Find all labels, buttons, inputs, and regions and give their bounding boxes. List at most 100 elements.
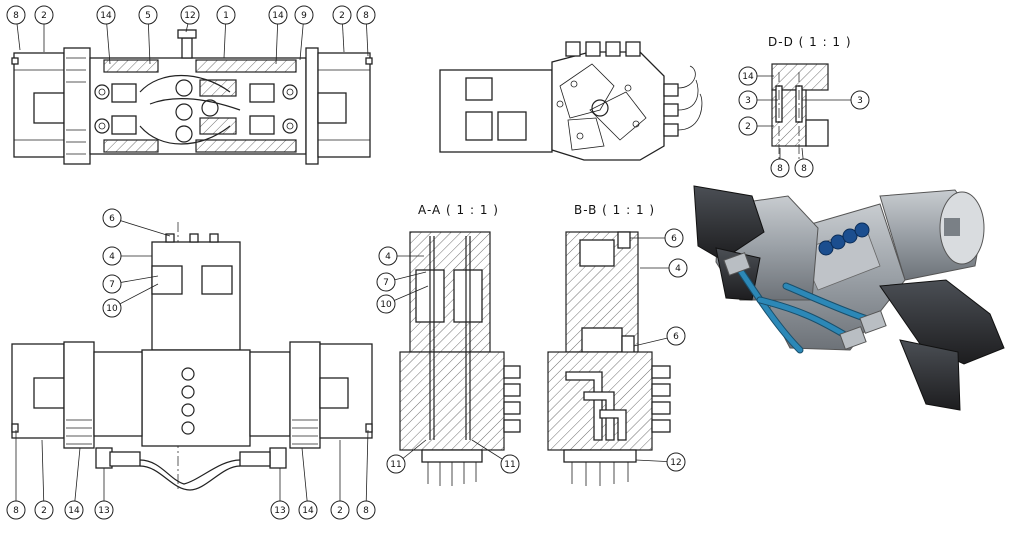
balloon-circle: [850, 90, 870, 110]
balloon-label: 3: [745, 96, 751, 106]
balloon-circle: [376, 294, 396, 314]
callout-balloon: 2: [738, 116, 774, 136]
gripper-3d-render: [693, 185, 1005, 411]
callout-balloon: 6: [630, 228, 684, 248]
balloon-circle: [738, 66, 758, 86]
balloon-label: 9: [301, 11, 307, 21]
balloon-circle: [794, 158, 814, 178]
balloon-circle: [500, 454, 520, 474]
balloon-label: 14: [302, 506, 314, 516]
balloon-circle: [34, 500, 54, 520]
balloon-label: 3: [857, 96, 863, 106]
balloon-circle: [294, 5, 314, 25]
balloon-label: 2: [41, 11, 47, 21]
balloon-circle: [666, 326, 686, 346]
balloon-label: 8: [13, 11, 19, 21]
balloon-label: 14: [742, 72, 754, 82]
callout-balloon: 7: [102, 274, 159, 294]
balloon-label: 4: [385, 252, 391, 262]
balloon-circle: [738, 90, 758, 110]
balloon-circle: [96, 5, 116, 25]
end-view: [439, 41, 703, 161]
section-aa-title: A-A ( 1 : 1 ): [418, 203, 499, 217]
callout-balloon: 5: [138, 5, 158, 65]
balloon-label: 6: [671, 234, 677, 244]
balloon-circle: [386, 454, 406, 474]
callout-balloon: 14: [268, 5, 288, 65]
balloon-label: 14: [272, 11, 284, 21]
balloon-circle: [770, 158, 790, 178]
callout-balloon: 14: [298, 447, 318, 520]
balloon-label: 2: [41, 506, 47, 516]
callout-balloon: 14: [96, 5, 116, 65]
callout-balloon: 8: [356, 5, 376, 57]
balloon-circle: [64, 500, 84, 520]
balloon-label: 14: [100, 11, 112, 21]
balloon-circle: [216, 5, 236, 25]
balloon-circle: [666, 452, 686, 472]
leader-line: [365, 429, 369, 511]
callout-balloon: 8: [6, 5, 26, 51]
balloon-circle: [34, 5, 54, 25]
balloon-circle: [268, 5, 288, 25]
section-bb-title: B-B ( 1 : 1 ): [574, 203, 655, 217]
callout-balloon: 3: [738, 90, 778, 110]
callout-balloon: 10: [102, 283, 159, 318]
balloon-circle: [664, 228, 684, 248]
callout-balloon: 11: [386, 439, 427, 474]
callout-balloon: 9: [294, 5, 314, 61]
balloon-circle: [356, 5, 376, 25]
balloon-label: 11: [390, 460, 401, 470]
section-bb: B-B ( 1 : 1 ): [547, 203, 671, 486]
front-view: [11, 222, 373, 491]
balloon-label: 2: [337, 506, 343, 516]
balloon-label: 8: [363, 11, 369, 21]
balloon-circle: [102, 246, 122, 266]
balloon-label: 11: [504, 460, 515, 470]
callout-balloon: 8: [794, 147, 814, 178]
balloon-circle: [668, 258, 688, 278]
callout-balloon: 2: [34, 5, 54, 52]
balloon-circle: [738, 116, 758, 136]
callout-balloon: 8: [356, 429, 376, 520]
callout-balloon: 3: [802, 90, 870, 110]
leader-line: [73, 447, 81, 511]
callout-balloon: 6: [633, 326, 686, 347]
balloon-circle: [102, 274, 122, 294]
top-view: [11, 29, 373, 165]
balloon-label: 8: [801, 164, 807, 174]
balloon-label: 13: [274, 506, 285, 516]
balloon-label: 10: [380, 300, 392, 310]
balloon-label: 8: [777, 164, 783, 174]
callout-balloon: 11: [471, 439, 520, 474]
balloon-label: 6: [109, 214, 115, 224]
balloon-circle: [180, 5, 200, 25]
leader-line: [111, 217, 171, 237]
balloon-circle: [102, 208, 122, 228]
balloon-circle: [6, 500, 26, 520]
balloon-label: 12: [670, 458, 681, 468]
balloon-label: 4: [675, 264, 681, 274]
callout-balloon: 13: [270, 468, 290, 520]
balloon-circle: [330, 500, 350, 520]
callout-balloon: 8: [6, 430, 26, 520]
balloon-circle: [378, 246, 398, 266]
balloon-label: 6: [673, 332, 679, 342]
callout-balloon: 4: [378, 246, 424, 266]
balloon-label: 10: [106, 304, 118, 314]
balloon-label: 1: [223, 11, 229, 21]
callout-balloon: 12: [180, 5, 200, 33]
callout-balloon: 2: [330, 440, 350, 520]
callout-balloon: 2: [332, 5, 352, 53]
callout-balloon: 14: [64, 447, 84, 520]
callout-balloon: 10: [376, 285, 429, 314]
balloon-circle: [298, 500, 318, 520]
callout-balloon: 4: [640, 258, 688, 278]
balloon-label: 8: [13, 506, 19, 516]
section-dd: D-D ( 1 : 1 ): [768, 35, 851, 160]
leader-line: [301, 447, 309, 511]
balloon-label: 7: [109, 280, 115, 290]
callout-balloon: 8: [770, 148, 790, 178]
